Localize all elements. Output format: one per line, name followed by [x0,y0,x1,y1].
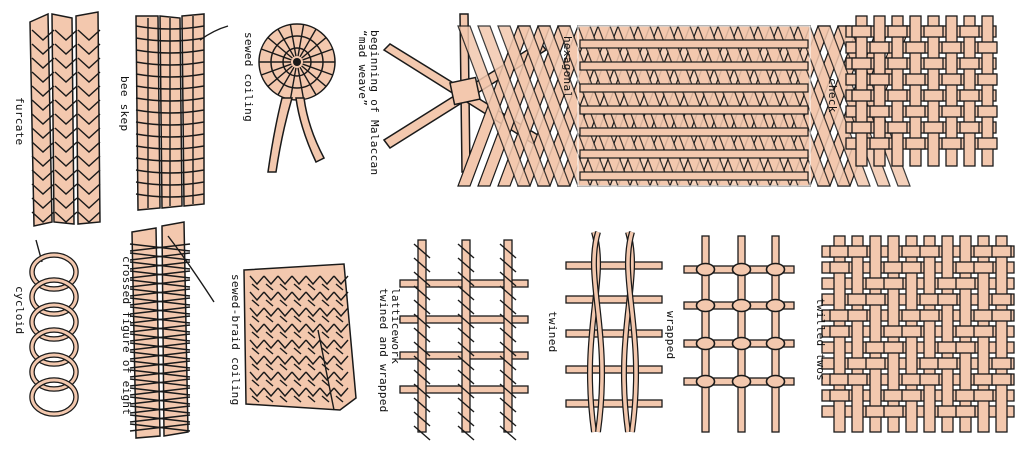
wrapped-illustration [683,235,795,433]
label-twined: twined [546,311,559,353]
cycloid-illustration [29,239,79,417]
twilled-twos-illustration [821,235,1015,433]
furcate-illustration [29,11,101,227]
bee-skep-illustration [135,13,229,211]
label-latticework: latticework twined and wrapped [377,288,402,413]
latticework-illustration [399,239,529,441]
label-cycloid: cycloid [13,286,26,335]
sewed-braid-coiling-illustration [243,263,357,411]
label-malaccan-line1: beginning of Malaccan [368,30,381,176]
label-bee-skep: bee skep [118,76,131,132]
label-latticework-line1: latticework [389,288,402,365]
label-latticework-line2: twined and wrapped [377,288,390,413]
sewed-coiling-illustration [258,23,336,173]
label-malaccan-line2: “mad weave” [356,30,369,107]
label-hexagonal: hexagonal [561,36,574,99]
label-sewed-braid-coiling: sewed-braid coiling [229,274,242,406]
label-furcate: furcate [13,97,26,146]
label-crossed-figure-eight: crossed figure of eight [120,256,133,416]
crossed-figure-eight-illustration [129,221,215,439]
label-check: check [826,78,839,113]
label-sewed-coiling: sewed coiling [242,32,255,122]
label-wrapped: wrapped [664,311,677,360]
label-malaccan: beginning of Malaccan “mad weave” [356,30,381,176]
hexagonal-illustration [457,25,911,187]
label-twilled-twos: twilled twos [814,298,827,382]
twined-illustration [565,231,663,433]
check-illustration [845,15,998,167]
